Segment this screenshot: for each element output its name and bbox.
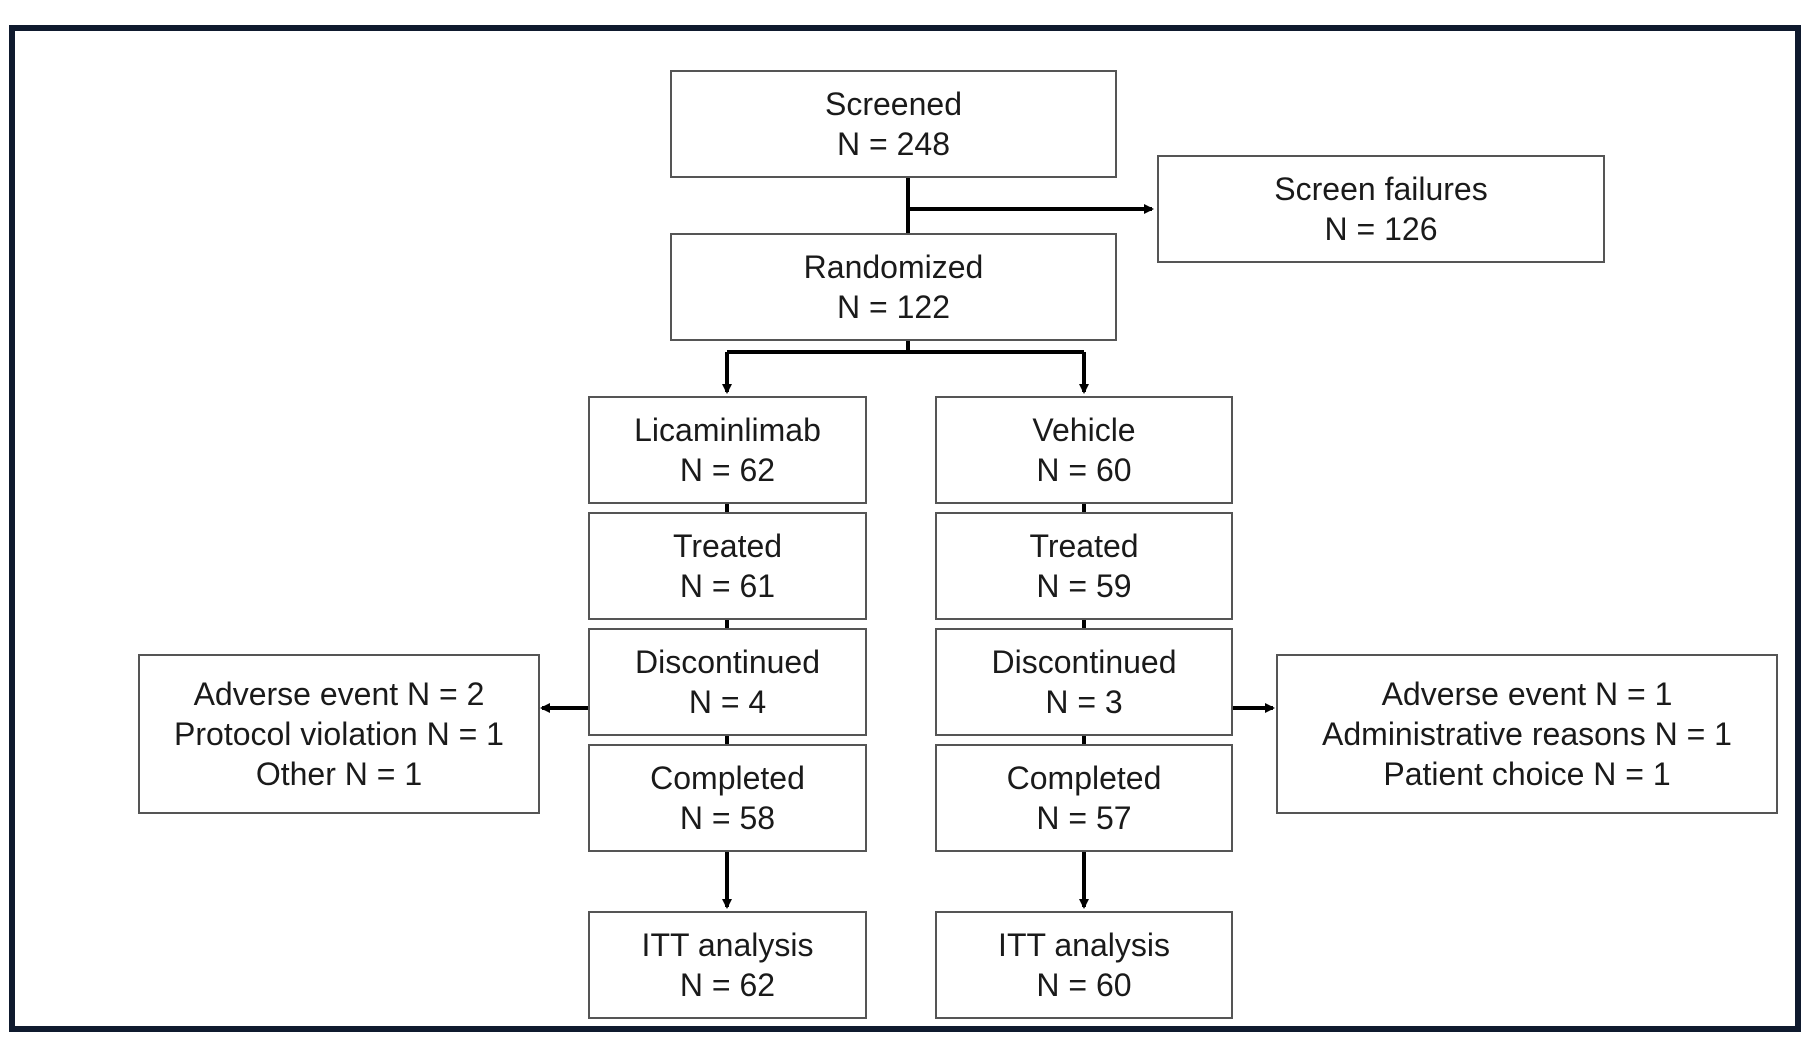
discontinuation-reasons-left-box: Adverse event N = 2 Protocol violation N… bbox=[138, 654, 540, 814]
screen-failures-box: Screen failures N = 126 bbox=[1157, 155, 1605, 263]
randomized-box: Randomized N = 122 bbox=[670, 233, 1117, 341]
treated-left-title: Treated bbox=[672, 528, 783, 564]
screen-failures-count: N = 126 bbox=[1324, 211, 1438, 247]
itt-left-title: ITT analysis bbox=[641, 927, 814, 963]
reason-left-line-1: Adverse event N = 2 bbox=[193, 676, 485, 712]
screened-box: Screened N = 248 bbox=[670, 70, 1117, 178]
vehicle-box: Vehicle N = 60 bbox=[935, 396, 1233, 504]
itt-left-box: ITT analysis N = 62 bbox=[588, 911, 867, 1019]
completed-left-title: Completed bbox=[650, 760, 805, 796]
itt-right-count: N = 60 bbox=[1036, 967, 1132, 1003]
randomized-title: Randomized bbox=[803, 249, 984, 285]
completed-right-count: N = 57 bbox=[1036, 800, 1132, 836]
reason-left-line-2: Protocol violation N = 1 bbox=[174, 716, 504, 752]
completed-left-count: N = 58 bbox=[679, 800, 776, 836]
discontinued-right-count: N = 3 bbox=[1045, 684, 1123, 720]
reason-left-line-3: Other N = 1 bbox=[255, 756, 423, 792]
itt-right-box: ITT analysis N = 60 bbox=[935, 911, 1233, 1019]
treated-left-box: Treated N = 61 bbox=[588, 512, 867, 620]
vehicle-title: Vehicle bbox=[1032, 412, 1136, 448]
discontinuation-reasons-right-box: Adverse event N = 1 Administrative reaso… bbox=[1276, 654, 1778, 814]
discontinued-right-title: Discontinued bbox=[991, 644, 1177, 680]
reason-right-line-1: Adverse event N = 1 bbox=[1381, 676, 1673, 712]
completed-right-box: Completed N = 57 bbox=[935, 744, 1233, 852]
licaminlimab-title: Licaminlimab bbox=[634, 412, 821, 448]
completed-left-box: Completed N = 58 bbox=[588, 744, 867, 852]
treated-right-title: Treated bbox=[1029, 528, 1139, 564]
itt-right-title: ITT analysis bbox=[998, 927, 1170, 963]
licaminlimab-box: Licaminlimab N = 62 bbox=[588, 396, 867, 504]
randomized-count: N = 122 bbox=[837, 289, 950, 325]
discontinued-right-box: Discontinued N = 3 bbox=[935, 628, 1233, 736]
treated-right-box: Treated N = 59 bbox=[935, 512, 1233, 620]
discontinued-left-title: Discontinued bbox=[635, 644, 820, 680]
itt-left-count: N = 62 bbox=[679, 967, 776, 1003]
screened-title: Screened bbox=[825, 86, 962, 122]
screened-count: N = 248 bbox=[837, 126, 950, 162]
reason-right-line-2: Administrative reasons N = 1 bbox=[1322, 716, 1732, 752]
treated-right-count: N = 59 bbox=[1036, 568, 1132, 604]
completed-right-title: Completed bbox=[1006, 760, 1162, 796]
treated-left-count: N = 61 bbox=[679, 568, 776, 604]
discontinued-left-box: Discontinued N = 4 bbox=[588, 628, 867, 736]
licaminlimab-count: N = 62 bbox=[679, 452, 776, 488]
reason-right-line-3: Patient choice N = 1 bbox=[1383, 756, 1671, 792]
vehicle-count: N = 60 bbox=[1036, 452, 1132, 488]
discontinued-left-count: N = 4 bbox=[688, 684, 767, 720]
screen-failures-title: Screen failures bbox=[1274, 171, 1488, 207]
